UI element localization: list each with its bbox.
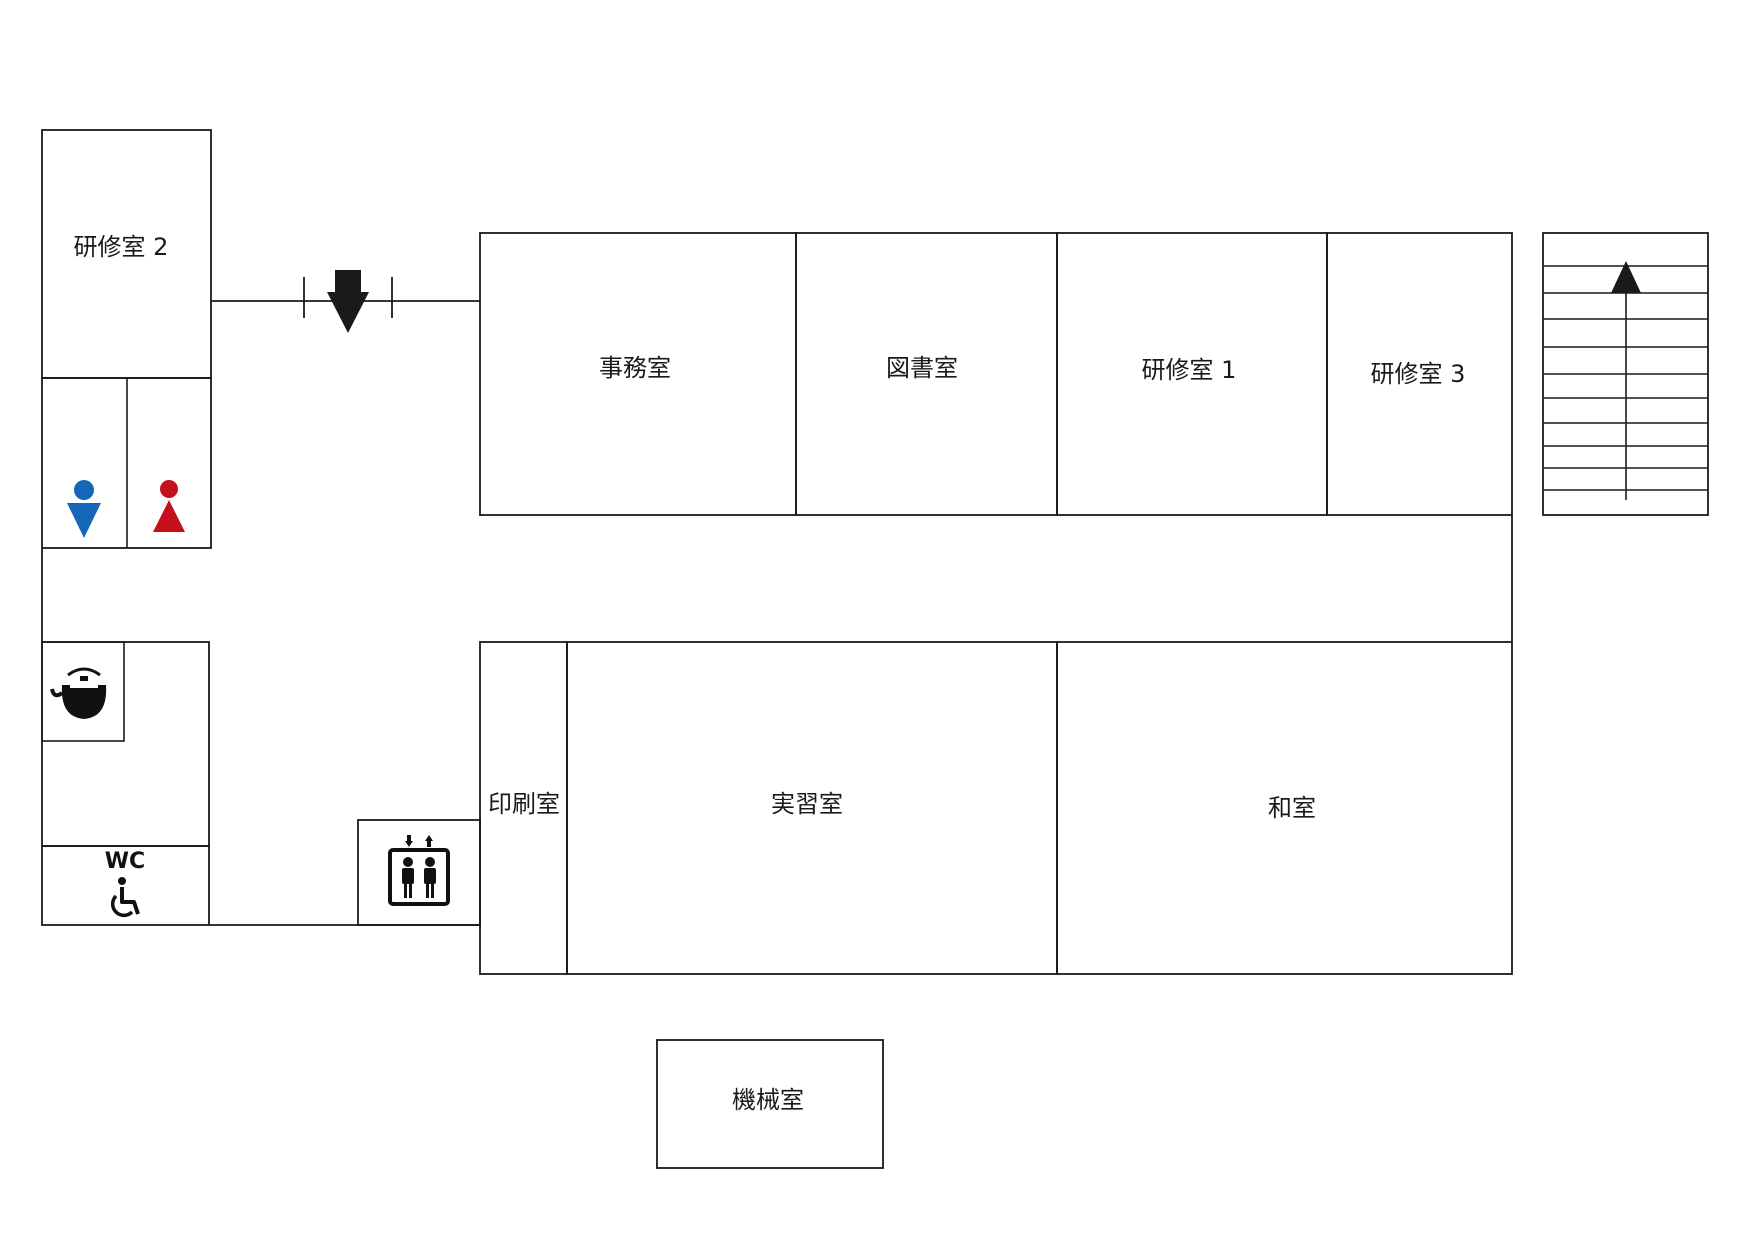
pantry-area <box>41 641 210 847</box>
room-machine[interactable] <box>656 1039 884 1169</box>
room-label-office: 事務室 <box>599 354 671 382</box>
female-head <box>160 480 178 498</box>
staircase[interactable] <box>1542 232 1709 516</box>
womens-restroom-icon[interactable] <box>153 480 185 532</box>
elevator[interactable] <box>357 819 481 926</box>
room-label-practice: 実習室 <box>771 790 843 818</box>
room-label-japanese: 和室 <box>1268 794 1316 822</box>
stair-up-arrow-icon <box>1611 261 1641 293</box>
room-label-training-1: 研修室 1 <box>1142 356 1237 384</box>
upper-room-row: 事務室 図書室 研修室 1 研修室 3 <box>479 232 1513 516</box>
male-body <box>67 503 101 538</box>
wheelchair-icon <box>110 877 140 918</box>
accessible-wc[interactable] <box>41 845 210 926</box>
left-wing: 研修室 2 WC <box>41 129 480 926</box>
kettle-icon <box>50 667 107 719</box>
male-head <box>74 480 94 500</box>
room-japanese[interactable] <box>1056 641 1513 975</box>
room-label-training-3: 研修室 3 <box>1371 360 1466 388</box>
wc-label: WC <box>105 849 145 874</box>
elevator-icon <box>388 835 450 906</box>
room-training-3[interactable] <box>1326 232 1513 516</box>
room-label-training-2: 研修室 2 <box>74 233 169 261</box>
room-label-print: 印刷室 <box>488 790 560 818</box>
pantry-room[interactable] <box>41 641 125 742</box>
room-label-library: 図書室 <box>886 354 958 382</box>
entrance-passage <box>211 270 480 333</box>
mens-restroom-icon[interactable] <box>67 480 101 538</box>
entrance-arrow-icon[interactable] <box>327 270 369 333</box>
room-label-machine: 機械室 <box>732 1086 804 1114</box>
lower-room-row: 印刷室 実習室 和室 <box>479 641 1513 975</box>
female-body <box>153 500 185 532</box>
